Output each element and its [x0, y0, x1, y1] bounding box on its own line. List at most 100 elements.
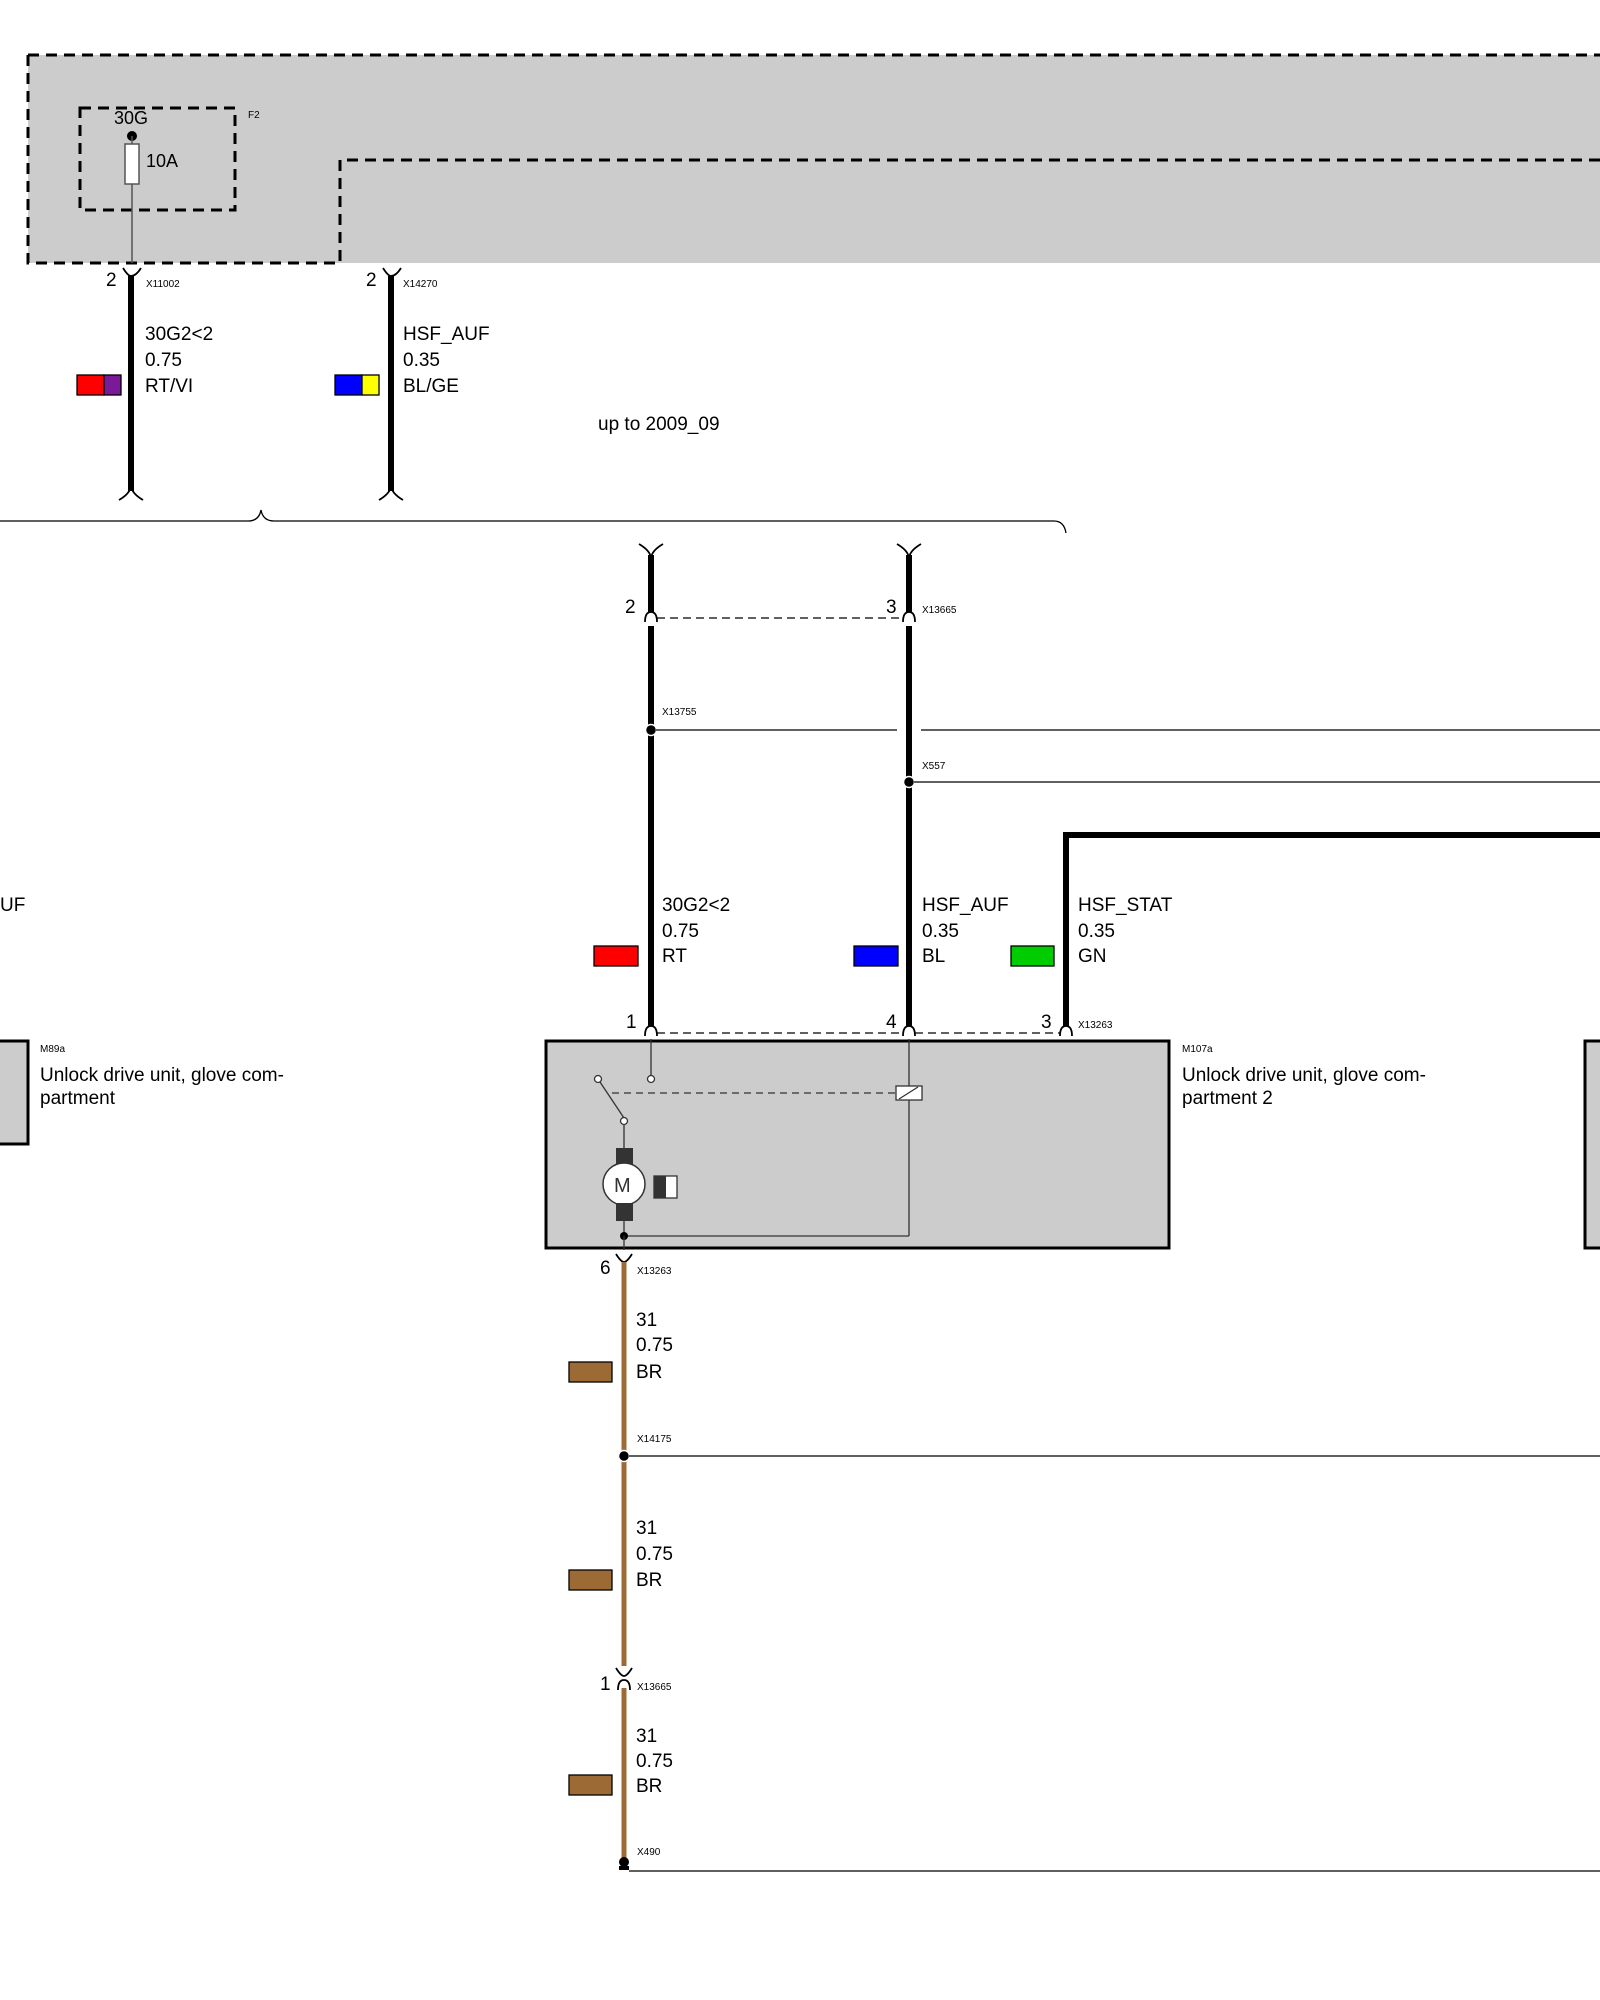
mid-wire-2[interactable]: HSF_AUF 0.35 BL — [853, 626, 1009, 1026]
component-name-line2: partment 2 — [1182, 1088, 1273, 1109]
splice-label: X490 — [637, 1847, 661, 1858]
wire-color-swatch — [334, 374, 380, 396]
wire-color-swatch — [568, 1569, 613, 1591]
wire-gauge: 0.75 — [662, 921, 699, 942]
wire-signal: 31 — [636, 1726, 657, 1747]
connector-label: X13665 — [922, 605, 957, 616]
ground-wire-1[interactable]: 31 0.75 BR — [568, 1310, 673, 1383]
wire-color-swatch — [568, 1361, 613, 1383]
wire-signal: HSF_AUF — [403, 324, 490, 345]
component-main[interactable]: M107a Unlock drive unit, glove com- part… — [544, 1039, 1426, 1250]
wire-gauge: 0.35 — [1078, 921, 1115, 942]
color-swatch-segment — [76, 374, 105, 396]
motor-label: M — [614, 1175, 631, 1197]
splice-dot — [902, 775, 916, 789]
pin-number: 2 — [625, 597, 636, 618]
color-swatch-segment — [1010, 945, 1055, 967]
color-swatch-segment — [103, 374, 122, 396]
splice-label: X13755 — [662, 707, 697, 718]
wire-signal: 31 — [636, 1518, 657, 1539]
wire-color-swatch — [568, 1774, 613, 1796]
wire-color-code: BL/GE — [403, 376, 459, 397]
wire-color-code: BR — [636, 1570, 662, 1591]
connector-socket-icon — [615, 1253, 633, 1263]
wire-color-swatch — [853, 945, 899, 967]
component-box — [544, 1039, 1171, 1250]
connector-plug-icon — [1059, 1025, 1073, 1037]
wire-signal: HSF_AUF — [922, 895, 1009, 916]
mid-wire-1[interactable]: 30G2<2 0.75 RT — [593, 626, 730, 1026]
color-swatch-segment — [568, 1361, 613, 1383]
connector-label: X13665 — [637, 1682, 672, 1693]
ground-wire-3[interactable]: 31 0.75 BR — [568, 1726, 673, 1797]
wire-gauge: 0.75 — [145, 350, 182, 371]
wire-break-icon — [118, 484, 144, 501]
control-unit-outline — [26, 53, 1600, 265]
color-swatch-segment — [334, 374, 363, 396]
connector-upper-pair[interactable]: 2 3 X13665 — [625, 597, 957, 623]
connector-socket-icon — [382, 267, 402, 277]
splice-label: X14175 — [637, 1434, 672, 1445]
component-name-line1: Unlock drive unit, glove com- — [1182, 1065, 1426, 1086]
wire-signal: 30G2<2 — [662, 895, 730, 916]
component-name-line1: Unlock drive unit, glove com- — [40, 1065, 284, 1086]
ground-connector-1[interactable]: 6 X13263 — [600, 1253, 672, 1279]
component-left[interactable]: M89a Unlock drive unit, glove com- partm… — [0, 1039, 284, 1146]
component-name-line2: partment — [40, 1088, 116, 1109]
splice-x13755[interactable]: X13755 — [644, 707, 1600, 737]
upper-wire-2[interactable]: 2 X14270 HSF_AUF 0.35 BL/GE — [334, 267, 490, 501]
wire-color-swatch — [76, 374, 122, 396]
color-swatch-segment — [593, 945, 639, 967]
ground-wire-2[interactable]: 31 0.75 BR — [568, 1518, 673, 1591]
connector-plug-icon — [902, 1025, 916, 1037]
fuse-box — [78, 106, 237, 212]
wire-color-code: BR — [636, 1362, 662, 1383]
wire-color-code: BL — [922, 946, 945, 967]
color-swatch-segment — [568, 1569, 613, 1591]
color-swatch-segment — [568, 1774, 613, 1796]
wire-gauge: 0.35 — [403, 350, 440, 371]
module-connector[interactable]: 1 4 3 X13263 — [626, 1012, 1113, 1037]
fuse-ref-label: F2 — [248, 110, 260, 121]
pin-number: 3 — [1041, 1012, 1052, 1033]
wire-color-code: RT — [662, 946, 687, 967]
upper-wire-1[interactable]: 2 X11002 30G2<2 0.75 RT/VI — [76, 267, 213, 501]
connector-label: X13263 — [637, 1266, 672, 1277]
pin-number: 6 — [600, 1258, 611, 1279]
splice-dot — [617, 1449, 631, 1463]
splice-x14175[interactable]: X14175 — [617, 1434, 1600, 1463]
splice-x490[interactable]: X490 — [619, 1847, 1600, 1872]
wire-signal: 30G2<2 — [145, 324, 213, 345]
connector-plug-icon — [902, 611, 916, 623]
component-box — [0, 1039, 30, 1146]
component-ref: M89a — [40, 1044, 65, 1055]
splice-label: X557 — [922, 761, 946, 772]
switch-contact — [593, 1074, 603, 1084]
wire-gauge: 0.75 — [636, 1544, 673, 1565]
wire-signal: HSF_STAT — [1078, 895, 1173, 916]
left-cut-label: UF — [0, 895, 25, 916]
wire-color-swatch — [1010, 945, 1055, 967]
pin-number: 3 — [886, 597, 897, 618]
connector-socket-icon — [122, 267, 142, 277]
splice-dot — [644, 723, 658, 737]
mid-wire-3[interactable]: HSF_STAT 0.35 GN — [1010, 832, 1600, 1026]
wire-gauge: 0.75 — [636, 1751, 673, 1772]
variant-note: up to 2009_09 — [598, 414, 720, 435]
wire-color-code: RT/VI — [145, 376, 193, 397]
pin-number: 1 — [626, 1012, 637, 1033]
splice-x557[interactable]: X557 — [902, 761, 1600, 789]
wire-signal: 31 — [636, 1310, 657, 1331]
connector-socket-icon — [615, 1667, 633, 1677]
connector-plug-icon — [644, 1025, 658, 1037]
color-swatch-segment — [853, 945, 899, 967]
color-swatch-segment — [361, 374, 380, 396]
component-ref: M107a — [1182, 1044, 1213, 1055]
pin-number: 2 — [106, 270, 117, 291]
connector-plug-icon — [617, 1679, 631, 1691]
connector-label: X14270 — [403, 279, 438, 290]
ground-connector-2[interactable]: 1 X13665 — [600, 1667, 672, 1695]
connector-plug-icon — [644, 611, 658, 623]
wire-break-icon — [378, 484, 404, 501]
